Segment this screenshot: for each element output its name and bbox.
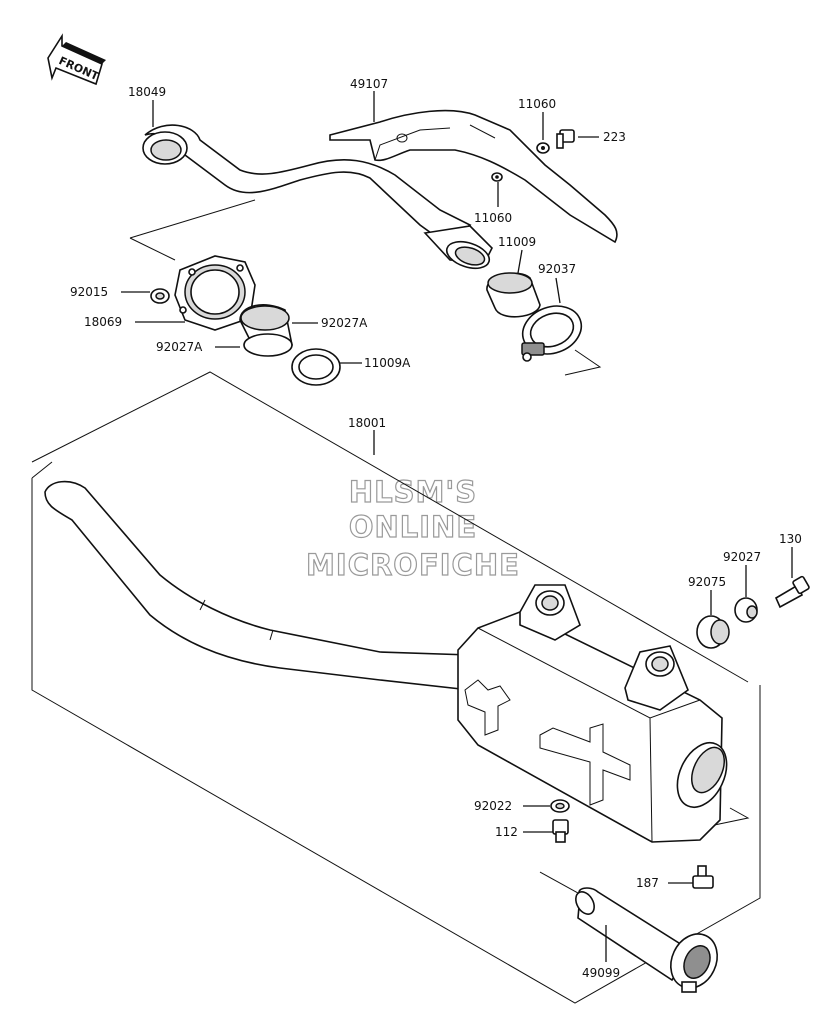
muffler-18001 bbox=[44, 480, 728, 843]
heat-shield-49107 bbox=[329, 109, 618, 244]
label-92037[interactable]: 92037 bbox=[538, 262, 576, 276]
bolt-130-icon bbox=[774, 575, 810, 609]
silencer-insert-49099 bbox=[575, 887, 718, 993]
clamp-92037 bbox=[521, 305, 583, 362]
label-49099[interactable]: 49099 bbox=[582, 966, 620, 980]
washer-11060-upper-icon bbox=[536, 142, 550, 154]
collar-92027-icon bbox=[734, 597, 758, 623]
damper-92075-icon bbox=[696, 615, 730, 649]
label-112[interactable]: 112 bbox=[495, 825, 518, 839]
bolt-223-icon bbox=[556, 129, 575, 149]
label-49107[interactable]: 49107 bbox=[350, 77, 388, 91]
flange-18069 bbox=[174, 255, 256, 331]
washer-92022-icon bbox=[550, 799, 570, 813]
label-11060-lower[interactable]: 11060 bbox=[474, 211, 512, 225]
label-11009[interactable]: 11009 bbox=[498, 235, 536, 249]
lower-group-boundary bbox=[31, 371, 761, 1004]
bolt-187-icon bbox=[692, 865, 714, 889]
label-18069[interactable]: 18069 bbox=[84, 315, 122, 329]
label-223[interactable]: 223 bbox=[603, 130, 626, 144]
label-92022[interactable]: 92022 bbox=[474, 799, 512, 813]
nut-92015-icon bbox=[150, 288, 170, 304]
upper-group-boundary bbox=[129, 199, 602, 376]
gasket-11009a bbox=[291, 348, 341, 386]
label-92075[interactable]: 92075 bbox=[688, 575, 726, 589]
label-11009a[interactable]: 11009A bbox=[364, 356, 411, 370]
washer-11060-lower-icon bbox=[491, 172, 503, 182]
label-92015[interactable]: 92015 bbox=[70, 285, 108, 299]
front-exhaust-pipe-18049 bbox=[142, 124, 493, 270]
front-arrow-icon: FRONT bbox=[47, 33, 106, 86]
label-11060-upper[interactable]: 11060 bbox=[518, 97, 556, 111]
label-92027a-left[interactable]: 92027A bbox=[156, 340, 203, 354]
label-92027a-right[interactable]: 92027A bbox=[321, 316, 368, 330]
gasket-92027a bbox=[239, 304, 293, 357]
leader-lines bbox=[121, 91, 793, 962]
bolt-112-icon bbox=[552, 819, 569, 843]
watermark-line-3: MICROFICHE bbox=[306, 548, 520, 582]
label-18049[interactable]: 18049 bbox=[128, 85, 166, 99]
label-92027[interactable]: 92027 bbox=[723, 550, 761, 564]
watermark: HLSM'S ONLINE MICROFICHE bbox=[305, 474, 520, 582]
part-labels: 18049 49107 11060 223 11060 11009 92037 … bbox=[70, 77, 802, 980]
gasket-11009 bbox=[486, 272, 541, 318]
label-130[interactable]: 130 bbox=[779, 532, 802, 546]
watermark-line-1: HLSM'S bbox=[349, 475, 477, 509]
watermark-line-2: ONLINE bbox=[349, 510, 477, 544]
label-187[interactable]: 187 bbox=[636, 876, 659, 890]
label-18001[interactable]: 18001 bbox=[348, 416, 386, 430]
